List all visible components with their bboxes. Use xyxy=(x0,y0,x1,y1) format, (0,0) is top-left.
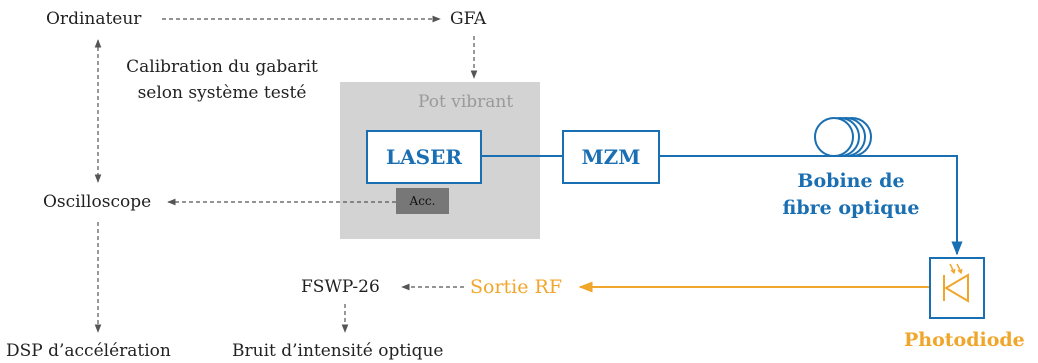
photodiode-label: Photodiode xyxy=(904,329,1025,351)
pot-vibrant-label: Pot vibrant xyxy=(418,92,514,112)
calibration-line-1: Calibration du gabarit xyxy=(126,57,318,77)
accelerometer-box: Acc. xyxy=(396,188,449,214)
fswp-label: FSWP-26 xyxy=(301,277,380,297)
bobine-label: Bobine de fibre optique xyxy=(766,168,936,222)
calibration-line-2: selon système testé xyxy=(137,83,307,103)
mzm-to-photodiode-fiber xyxy=(660,155,963,256)
laser-label: LASER xyxy=(386,145,462,169)
mzm-box: MZM xyxy=(562,130,660,184)
fiber-coil-icon xyxy=(814,117,872,157)
acc-label: Acc. xyxy=(409,194,436,208)
calibration-label: Calibration du gabarit selon système tes… xyxy=(116,54,328,106)
mzm-label: MZM xyxy=(581,145,641,169)
oscilloscope-label: Oscilloscope xyxy=(43,192,152,212)
photodiode-icon xyxy=(929,257,985,319)
sortie-rf-label: Sortie RF xyxy=(470,276,563,298)
bruit-label: Bruit d’intensité optique xyxy=(232,341,444,361)
gfa-label: GFA xyxy=(450,9,487,29)
bobine-line-2: fibre optique xyxy=(782,197,920,219)
bobine-line-1: Bobine de xyxy=(797,170,905,192)
dsp-label: DSP d’accélération xyxy=(6,341,171,361)
laser-box: LASER xyxy=(366,130,482,184)
ordinateur-label: Ordinateur xyxy=(46,9,142,29)
